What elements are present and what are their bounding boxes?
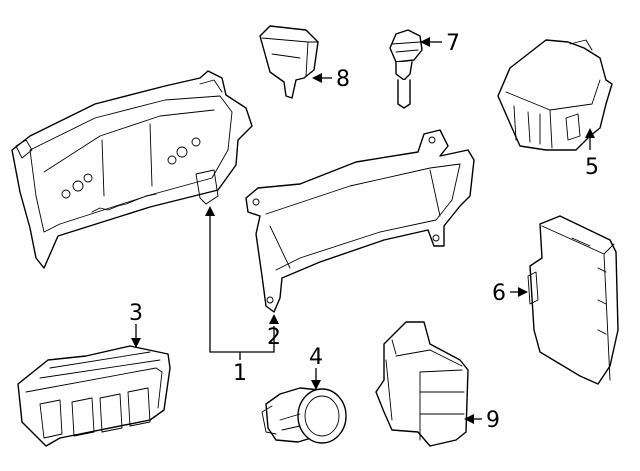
- callout-5: 5: [585, 155, 599, 180]
- instrument-cluster-icon[interactable]: [11, 70, 253, 269]
- callout-6: 6: [492, 281, 506, 306]
- callout-8: 8: [336, 67, 350, 92]
- control-module-icon[interactable]: [527, 215, 619, 385]
- callout-7: 7: [446, 31, 460, 56]
- cluster-bezel-icon[interactable]: [245, 129, 475, 313]
- control-module-icon[interactable]: [497, 39, 613, 151]
- switch-icon[interactable]: [259, 25, 319, 99]
- callout-2: 2: [267, 325, 281, 350]
- leader-lines: [131, 37, 595, 424]
- switch-panel-icon[interactable]: [17, 345, 171, 447]
- bulb-socket-icon[interactable]: [389, 29, 423, 109]
- callout-4: 4: [309, 345, 323, 370]
- callout-9: 9: [486, 408, 500, 433]
- switch-assembly-icon[interactable]: [375, 321, 469, 447]
- callout-3: 3: [129, 301, 143, 326]
- ignition-push-button-icon[interactable]: [261, 387, 347, 444]
- callout-1: 1: [233, 361, 247, 386]
